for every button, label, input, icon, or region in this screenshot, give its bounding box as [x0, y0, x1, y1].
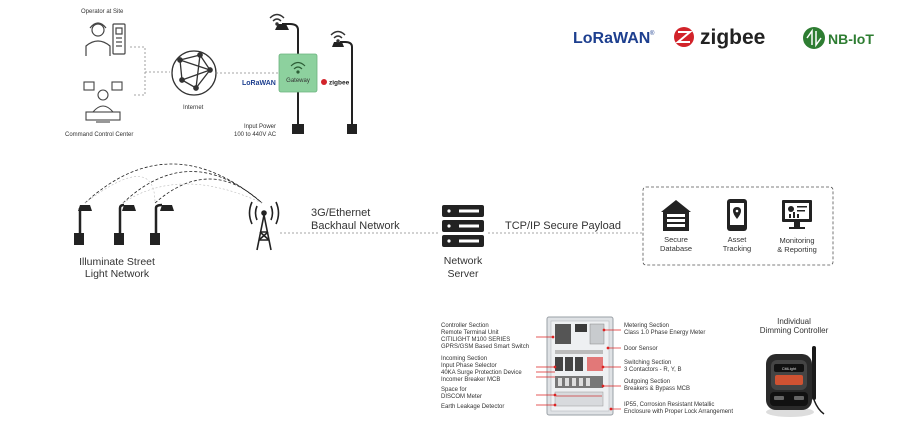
- svg-text:Outgoing Section: Outgoing Section: [624, 379, 670, 385]
- zigbee-logo: zigbee: [674, 26, 765, 49]
- svg-text:Incoming Section: Incoming Section: [441, 356, 487, 362]
- wifi-icon-pole2: [330, 30, 346, 43]
- operator-icon: [85, 22, 126, 56]
- svg-text:CitiLight: CitiLight: [782, 366, 797, 371]
- site-link-line: [130, 46, 146, 96]
- service-database-line1: Secure: [664, 235, 688, 244]
- zigbee-small-logo: zigbee: [321, 79, 350, 87]
- svg-text:LoRaWAN: LoRaWAN: [573, 30, 650, 47]
- operator-label: Operator at Site: [81, 9, 124, 15]
- svg-text:Breakers & Bypass MCB: Breakers & Bypass MCB: [624, 386, 690, 392]
- svg-text:IP55, Corrosion Resistant Meta: IP55, Corrosion Resistant Metallic: [624, 402, 714, 408]
- backhaul-label-line1: 3G/Ethernet: [311, 207, 370, 219]
- svg-text:zigbee: zigbee: [329, 80, 350, 87]
- input-power-voltage: 100 to 440V AC: [234, 132, 277, 138]
- svg-text:CITILIGHT M100 SERIES: CITILIGHT M100 SERIES: [441, 337, 510, 343]
- svg-text:Class 1.0 Phase Energy Meter: Class 1.0 Phase Energy Meter: [624, 330, 705, 336]
- service-monitoring-line1: Monitoring: [779, 236, 814, 245]
- cell-tower-icon: [248, 201, 280, 251]
- svg-text:Switching Section: Switching Section: [624, 360, 671, 366]
- streetlight-pole-top: [332, 41, 357, 134]
- svg-text:Door Sensor: Door Sensor: [624, 346, 658, 352]
- asset-tracking-icon: [727, 199, 747, 231]
- services-box: [642, 186, 834, 266]
- svg-text:Remote Terminal Unit: Remote Terminal Unit: [441, 330, 499, 336]
- service-database-line2: Database: [660, 244, 692, 253]
- dimming-title-line1: Individual: [777, 317, 811, 326]
- svg-text:GPRS/GSM Based Smart Switch: GPRS/GSM Based Smart Switch: [441, 344, 529, 350]
- gateway-label: Gateway: [286, 78, 310, 84]
- streetlight-label-line2: Light Network: [85, 268, 150, 280]
- gateway-wifi-icon: [290, 61, 306, 74]
- street-light-3: [150, 203, 174, 245]
- database-icon: [661, 200, 691, 231]
- payload-label: TCP/IP Secure Payload: [505, 220, 621, 232]
- server-label-line1: Network: [444, 255, 483, 267]
- lorawan-small-label: LoRaWAN: [242, 80, 276, 87]
- panel-right-leaders: [601, 328, 621, 411]
- nbiot-logo: NB-IoT: [803, 27, 874, 49]
- command-center-label: Command Control Center: [65, 132, 133, 138]
- command-center-icon: [83, 81, 123, 123]
- control-panel-photo: [546, 316, 614, 416]
- backhaul-label-line2: Backhaul Network: [311, 220, 400, 232]
- internet-globe-icon: [171, 50, 217, 96]
- panel-left-labels: Controller Section Remote Terminal Unit …: [441, 323, 529, 410]
- network-server-icon: [442, 205, 484, 247]
- input-power-label: Input Power: [244, 124, 276, 130]
- dimming-title-line2: Dimming Controller: [760, 326, 829, 335]
- service-tracking-line2: Tracking: [723, 244, 751, 253]
- svg-text:Space for: Space for: [441, 387, 467, 393]
- service-monitoring-line2: & Reporting: [777, 245, 817, 254]
- internet-label: Internet: [183, 105, 204, 111]
- lorawan-logo: LoRaWAN ®: [573, 30, 655, 47]
- svg-text:zigbee: zigbee: [700, 26, 765, 49]
- monitoring-icon: [782, 200, 812, 229]
- wireless-arcs-light: [84, 176, 263, 204]
- dimming-controller-photo: CitiLight: [766, 346, 825, 417]
- svg-text:Enclosure with Proper Lock Arr: Enclosure with Proper Lock Arrangement: [624, 409, 733, 415]
- wifi-icon-pole1: [269, 13, 285, 26]
- street-light-1: [74, 205, 92, 245]
- panel-right-labels: Metering Section Class 1.0 Phase Energy …: [624, 323, 733, 415]
- panel-left-leaders: [536, 335, 557, 407]
- street-lights-group: [74, 203, 174, 245]
- svg-text:Controller Section: Controller Section: [441, 323, 489, 329]
- svg-text:Earth Leakage Detector: Earth Leakage Detector: [441, 404, 504, 410]
- svg-text:NB-IoT: NB-IoT: [828, 31, 874, 47]
- svg-text:40KA Surge Protection Device: 40KA Surge Protection Device: [441, 370, 522, 376]
- svg-text:DISCOM Meter: DISCOM Meter: [441, 394, 482, 400]
- service-tracking-line1: Asset: [728, 235, 748, 244]
- street-light-2: [114, 203, 136, 245]
- svg-text:Metering Section: Metering Section: [624, 323, 669, 329]
- streetlight-label-line1: Illuminate Street: [79, 256, 155, 268]
- server-label-line2: Server: [448, 268, 479, 280]
- svg-text:Incomer Breaker MCB: Incomer Breaker MCB: [441, 377, 500, 383]
- svg-text:3 Contactors - R, Y, B: 3 Contactors - R, Y, B: [624, 367, 681, 373]
- svg-text:Input Phase Selector: Input Phase Selector: [441, 363, 497, 369]
- svg-text:®: ®: [650, 30, 655, 37]
- wireless-arcs: [84, 163, 263, 204]
